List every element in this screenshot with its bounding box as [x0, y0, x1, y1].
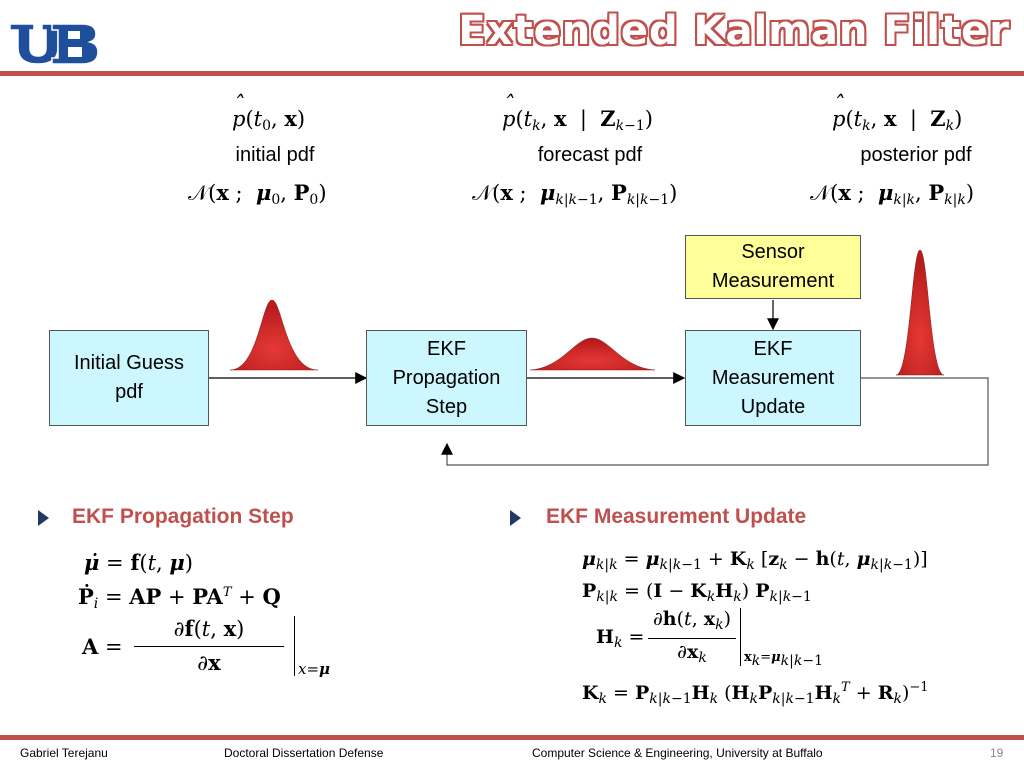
posterior-pdf-label: posterior pdf	[860, 144, 972, 166]
propagation-line-2: Propagation	[392, 366, 501, 389]
propagation-eq-mean: μ̇ = f(t, μ)	[84, 550, 193, 575]
posterior-pdf-distribution: 𝒩(x ; μk|k, Pk|k)	[810, 180, 975, 208]
update-line-1: EKF	[753, 337, 793, 360]
forecast-pdf-distribution: 𝒩(x ; μk|k−1, Pk|k−1)	[472, 180, 678, 208]
bullet-icon	[38, 510, 49, 526]
propagation-eq-covariance: Ṗi = AP + PAT + Q	[78, 584, 281, 612]
propagation-line-3: Step	[425, 395, 468, 418]
update-line-3: Update	[740, 395, 806, 418]
initial-pdf-curve	[229, 299, 319, 371]
slide-title: Extended Kalman Filter	[458, 8, 1010, 54]
sensor-line-1: Sensor	[741, 241, 805, 263]
initial-guess-line-2: pdf	[115, 381, 143, 403]
posterior-pdf-symbol: p(tk, x | Zk)	[832, 93, 962, 134]
initial-pdf-distribution: 𝒩(x ; μ0, P0)	[188, 180, 327, 208]
bullet-icon	[510, 510, 521, 526]
posterior-pdf-curve	[895, 249, 945, 376]
initial-guess-box: Initial Guess pdf	[49, 330, 209, 426]
initial-pdf-label: initial pdf	[235, 144, 315, 166]
initial-guess-line-1: Initial Guess	[73, 352, 185, 374]
update-eq-gain: Kk = Pk|k−1Hk (HkPk|k−1HkT + Rk)−1	[582, 680, 929, 707]
ub-logo	[9, 23, 99, 65]
footer-affiliation: Computer Science & Engineering, Universi…	[532, 746, 823, 760]
flow-diagram	[209, 249, 989, 466]
measurement-update-box: EKF Measurement Update	[685, 330, 861, 426]
initial-pdf-symbol: p(t0, x)	[232, 93, 305, 134]
update-eq-mean: μk|k = μk|k−1 + Kk [zk − h(t, μk|k−1)]	[582, 548, 928, 573]
forecast-pdf-symbol: p(tk, x | Zk−1)	[502, 93, 653, 134]
sensor-measurement-box: Sensor Measurement	[685, 235, 861, 299]
measurement-heading: EKF Measurement Update	[546, 505, 807, 528]
propagation-box: EKF Propagation Step	[366, 330, 527, 426]
propagation-heading: EKF Propagation Step	[72, 505, 294, 528]
slide-number: 19	[990, 746, 1004, 760]
footer-author: Gabriel Terejanu	[20, 746, 108, 760]
update-line-2: Measurement	[711, 366, 835, 389]
feedback-loop	[441, 377, 989, 466]
header-rule	[0, 71, 1024, 76]
sensor-line-2: Measurement	[711, 270, 835, 292]
forecast-pdf-curve	[529, 337, 656, 371]
update-eq-covariance: Pk|k = (I − KkHk) Pk|k−1	[582, 580, 812, 605]
footer-event: Doctoral Dissertation Defense	[224, 746, 384, 760]
propagation-line-1: EKF	[427, 337, 466, 360]
forecast-pdf-label: forecast pdf	[537, 144, 643, 166]
footer-rule	[0, 735, 1024, 740]
